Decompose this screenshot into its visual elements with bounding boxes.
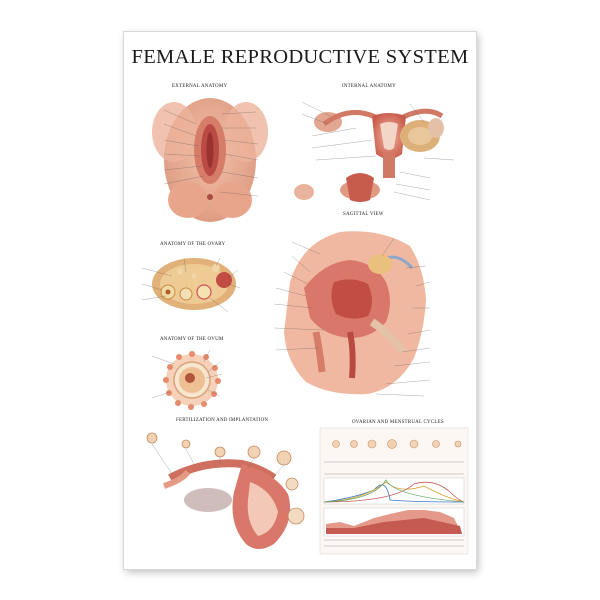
section-title-fertilization: FERTILIZATION AND IMPLANTATION xyxy=(176,418,269,423)
section-title-external-anatomy: EXTERNAL ANATOMY xyxy=(172,84,228,89)
section-title-anatomy-of-the-ovary: ANATOMY OF THE OVARY xyxy=(160,242,226,247)
external-anatomy-illustration xyxy=(152,98,268,222)
ovum-illustration xyxy=(151,349,223,410)
fertilization-illustration xyxy=(146,432,305,549)
section-title-anatomy-of-the-ovum: ANATOMY OF THE OVUM xyxy=(160,337,224,342)
poster-title: FEMALE REPRODUCTIVE SYSTEM xyxy=(131,46,469,68)
internal-anatomy-illustration xyxy=(294,101,455,202)
section-title-internal-anatomy: INTERNAL ANATOMY xyxy=(342,84,396,89)
anatomy-poster: FEMALE REPRODUCTIVE SYSTEM EXTERNAL ANAT… xyxy=(124,32,476,569)
ovary-illustration xyxy=(141,257,241,313)
cycles-chart-illustration xyxy=(319,427,469,555)
section-title-cycles: OVARIAN AND MENSTRUAL CYCLES xyxy=(352,420,444,425)
poster-illustrations xyxy=(141,98,469,555)
section-title-sagittal-view: SAGITTAL VIEW xyxy=(343,212,384,217)
sagittal-view-illustration xyxy=(273,231,431,397)
